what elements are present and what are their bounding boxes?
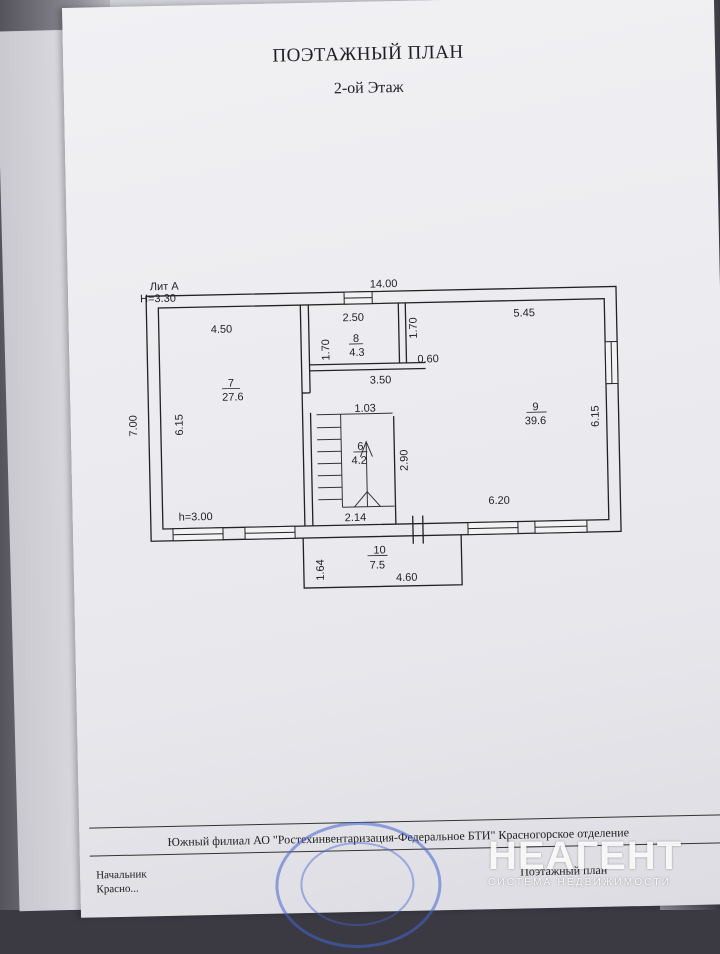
height-room-label: h=3.00 bbox=[179, 511, 213, 524]
dim-room8-height-left: 1.70 bbox=[320, 339, 332, 361]
watermark: НЕАГЕНТ СИСТЕМА НЕДВИЖИМОСТИ bbox=[488, 834, 682, 888]
dim-outer-width: 14.00 bbox=[370, 278, 398, 291]
room-number: 8 bbox=[353, 333, 359, 345]
watermark-logo: НЕАГЕНТ bbox=[488, 834, 682, 879]
dim-room9-bottom: 6.20 bbox=[488, 495, 510, 507]
dim-stair-width: 1.03 bbox=[354, 403, 376, 415]
room-7: 7 27.6 bbox=[222, 377, 244, 403]
dim-room7-width: 4.50 bbox=[211, 324, 233, 336]
room-area: 39.6 bbox=[525, 415, 547, 427]
dim-room9-width: 5.45 bbox=[513, 307, 535, 319]
room-number: 9 bbox=[532, 401, 538, 413]
room-number: 10 bbox=[373, 544, 385, 556]
door-marks bbox=[413, 516, 424, 544]
windows bbox=[168, 286, 621, 540]
footer-signer-label: Начальник bbox=[96, 868, 147, 881]
room-area: 7.5 bbox=[370, 559, 386, 571]
room-area: 27.6 bbox=[222, 391, 244, 403]
floor-plan-sheet: ПОЭТАЖНЫЙ ПЛАН 2-ой Этаж bbox=[62, 0, 720, 918]
room-area: 4.3 bbox=[349, 347, 365, 359]
dim-balcony-width: 4.60 bbox=[396, 572, 418, 584]
room-area: 4.2 bbox=[351, 455, 367, 467]
dim-stair-height: 2.90 bbox=[398, 449, 410, 471]
dim-hall-width: 3.50 bbox=[370, 374, 392, 386]
height-total-label: H=3.30 bbox=[140, 293, 176, 306]
room-9: 9 39.6 bbox=[524, 401, 547, 427]
dim-balcony-height: 1.64 bbox=[315, 559, 327, 581]
dim-stair-bottom: 2.14 bbox=[345, 512, 367, 524]
watermark-subtitle: СИСТЕМА НЕДВИЖИМОСТИ bbox=[488, 877, 682, 888]
dim-room8-height-right: 1.70 bbox=[408, 317, 420, 339]
dim-niche: 0.60 bbox=[417, 353, 439, 365]
footer-signer-label-2: Красно... bbox=[96, 883, 138, 896]
dim-room9-height: 6.15 bbox=[589, 405, 601, 427]
dim-room8-width: 2.50 bbox=[342, 312, 364, 324]
room-8: 8 4.3 bbox=[349, 333, 365, 359]
lit-label: Лит А bbox=[150, 281, 180, 294]
room-number: 6 bbox=[357, 441, 363, 453]
dim-outer-height: 7.00 bbox=[128, 415, 140, 437]
floor-plan-drawing: Лит А H=3.30 h=3.00 14.00 7.00 4.50 6.15… bbox=[62, 0, 720, 908]
room-10: 10 7.5 bbox=[367, 544, 388, 571]
room-number: 7 bbox=[228, 377, 234, 389]
dim-room7-height: 6.15 bbox=[174, 414, 186, 436]
